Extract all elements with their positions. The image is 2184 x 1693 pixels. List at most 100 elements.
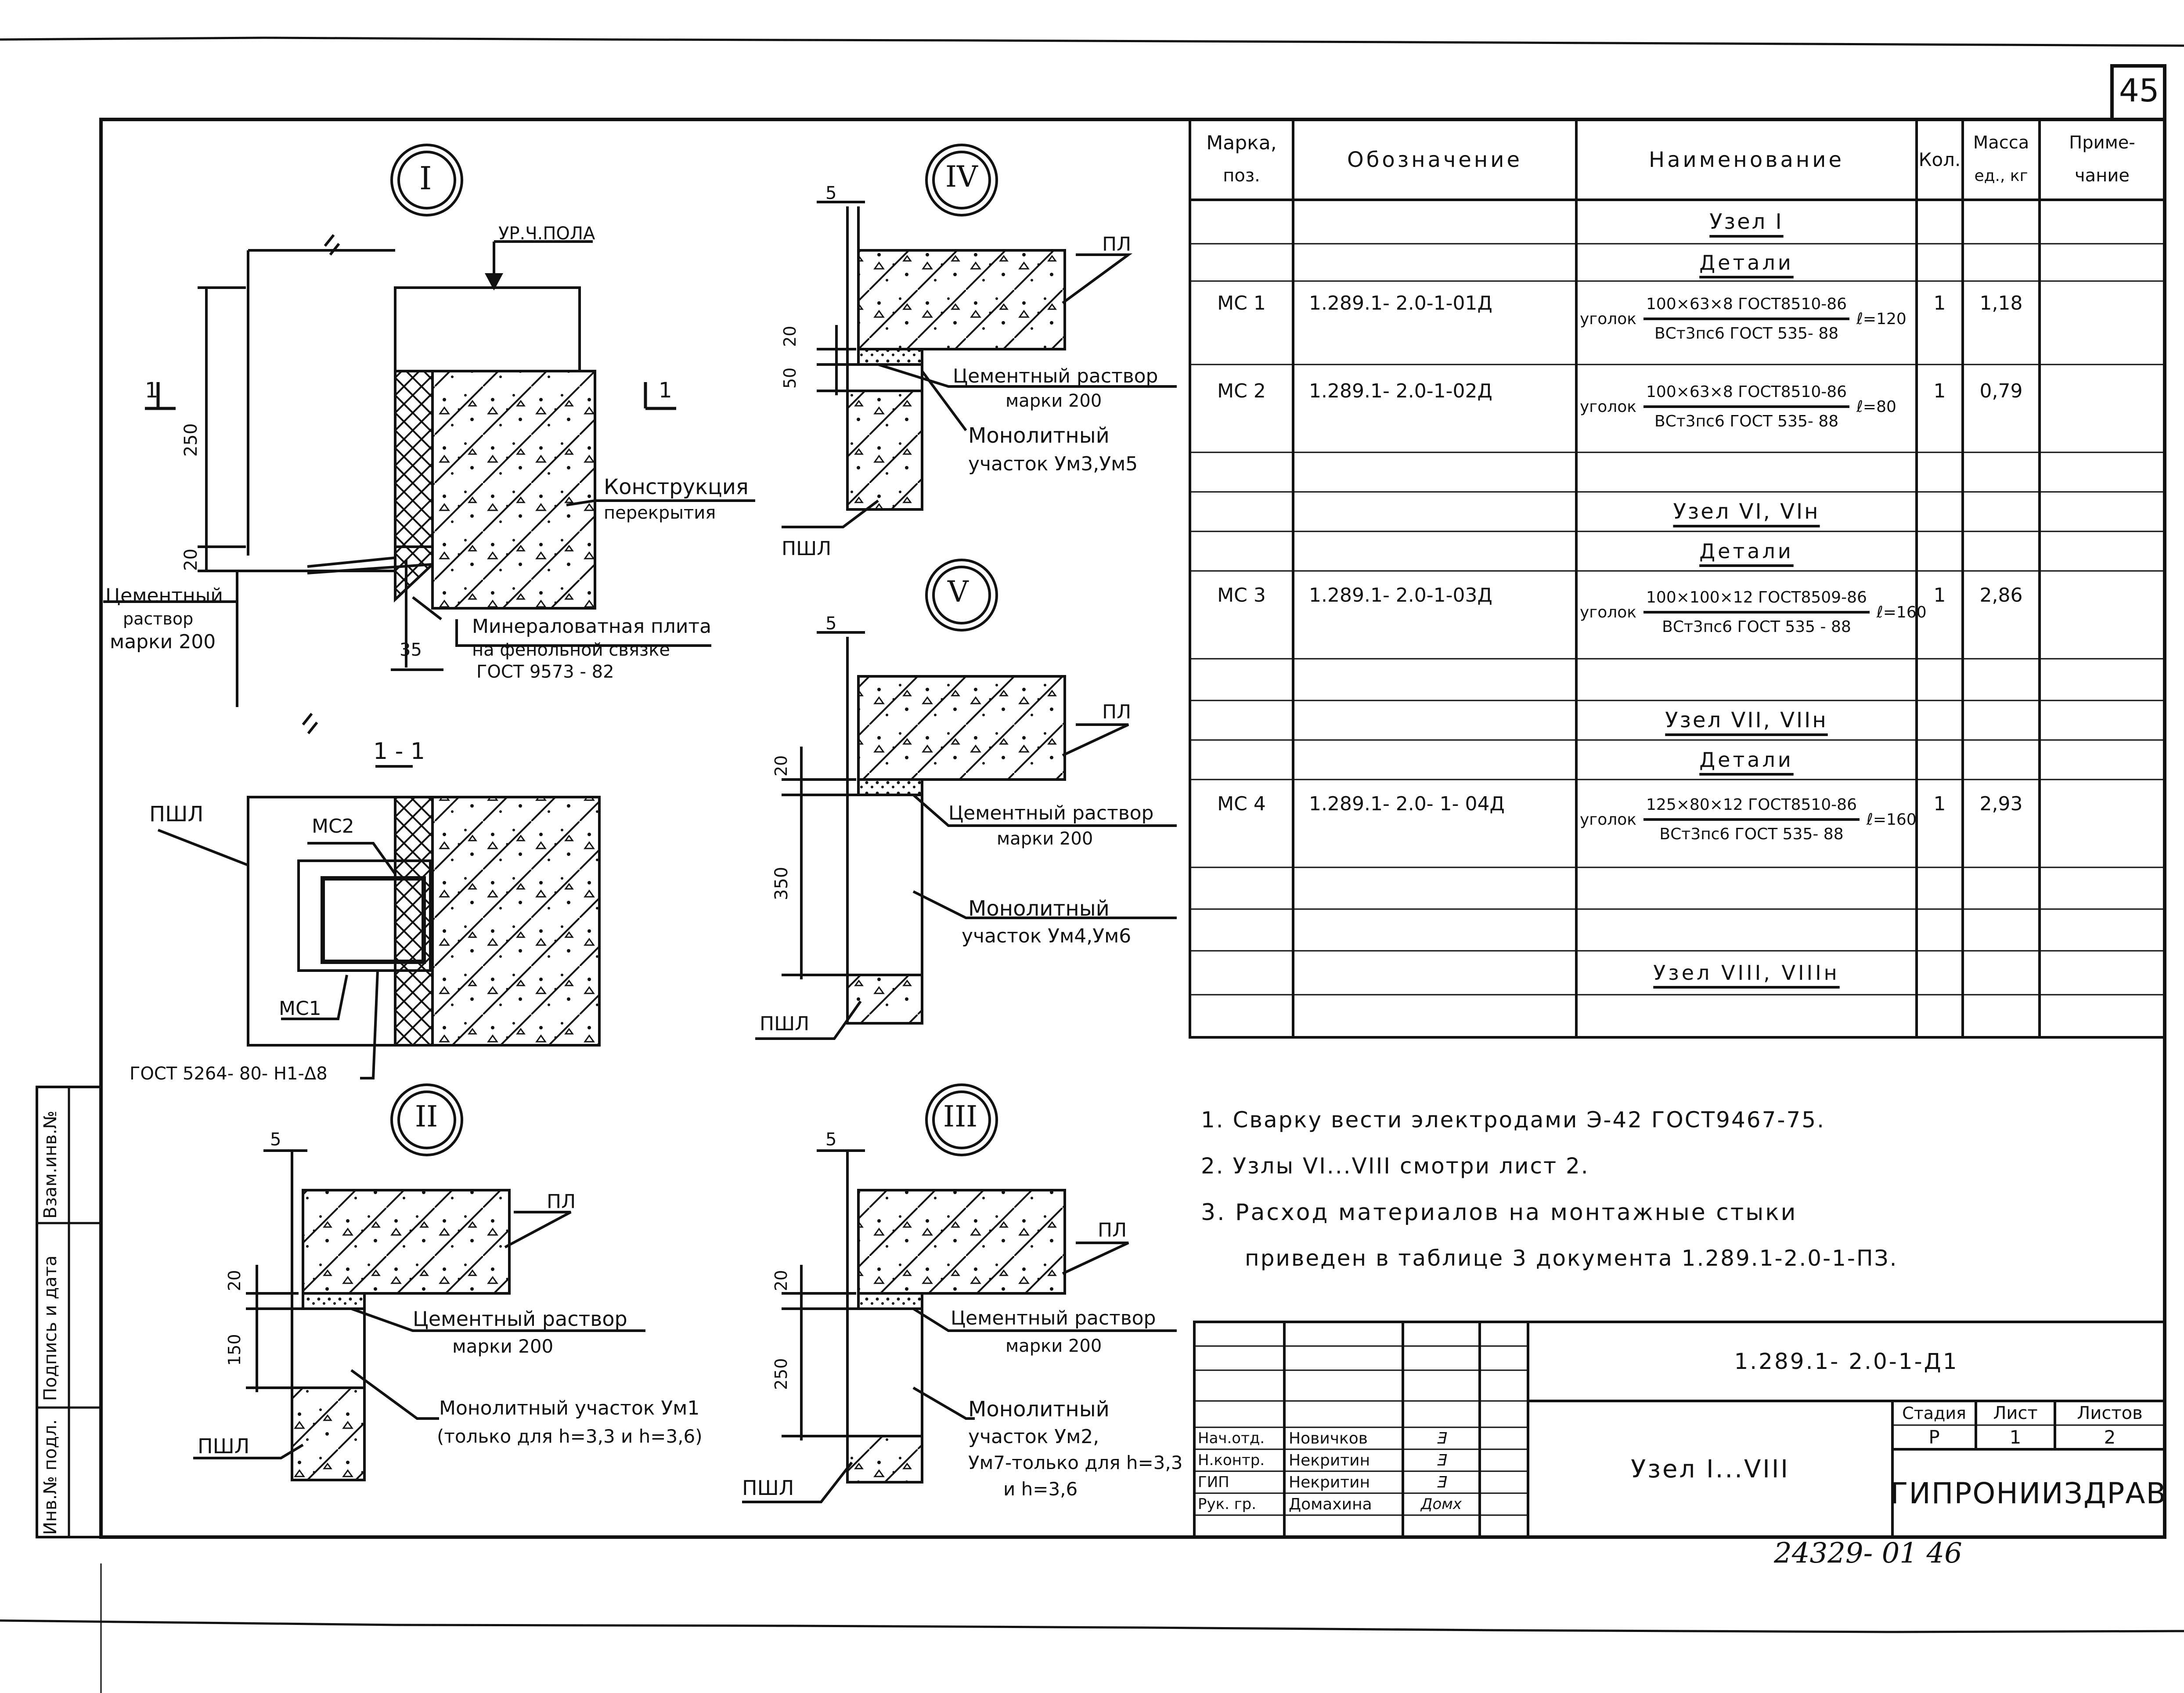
row-ms1-qty: 1: [1933, 292, 1946, 314]
mortar-label-I-2: раствор: [123, 609, 194, 628]
V-dim-5: 5: [825, 614, 837, 634]
row-ms2-qty: 1: [1933, 379, 1946, 402]
row-ms4-qty: 1: [1933, 792, 1946, 815]
sheet-label: Лист: [1993, 1403, 2038, 1423]
row-ms1-angle: уголок: [1580, 310, 1637, 328]
role-4: Рук. гр.: [1198, 1495, 1257, 1513]
group-details-2: Детали: [1699, 539, 1794, 563]
row-ms3b-name: [1576, 999, 1752, 1034]
header-note-2: чание: [2075, 166, 2130, 186]
II-mortar-2: марки 200: [452, 1336, 554, 1357]
row-ms3-steel: ВСт3пс6 ГОСТ 535 - 88: [1662, 618, 1851, 636]
org-name: ГИПРОНИИЗДРАВ: [1890, 1476, 2167, 1510]
detail-III-roman: III: [943, 1100, 978, 1133]
IV-mono-1: Монолитный: [968, 423, 1110, 448]
V-dim-20: 20: [771, 755, 791, 776]
section-ms2: МС2: [312, 815, 354, 837]
row-ms3-designation: 1.289.1- 2.0-1-03Д: [1309, 584, 1492, 606]
row-ms1-designation: 1.289.1- 2.0-1-01Д: [1309, 292, 1492, 314]
header-qty: Кол.: [1918, 149, 1961, 170]
group-uzel-VII: Узел VII, VIIн: [1665, 708, 1828, 733]
role-2: Н.контр.: [1198, 1451, 1265, 1469]
II-dim-20: 20: [225, 1270, 244, 1291]
detail-IV-roman: IV: [945, 160, 978, 194]
row-ms1-mass: 1,18: [1979, 292, 2023, 314]
group-uzel-VIII: [1576, 909, 1917, 951]
row-ms3-length: ℓ=160: [1876, 603, 1927, 621]
II-dim-5: 5: [270, 1130, 281, 1150]
note-3-cont: приведен в таблице 3 документа 1.289.1-2…: [1245, 1245, 1898, 1271]
row-ms3b-mark: [1190, 999, 1293, 1034]
row-ms2-designation: 1.289.1- 2.0-1-02Д: [1309, 379, 1492, 402]
header-mass-2: ед., кг: [1974, 166, 2028, 185]
title-block-grid: [1193, 1321, 2166, 1538]
IV-dim-20: 20: [780, 325, 800, 347]
II-mono-1: Монолитный участок Ум1: [439, 1397, 700, 1419]
II-mortar-1: Цементный раствор: [413, 1307, 627, 1331]
row-ms2-steel: ВСт3пс6 ГОСТ 535- 88: [1654, 412, 1839, 430]
III-dim-250: 250: [771, 1358, 791, 1390]
role-3: ГИП: [1198, 1473, 1229, 1491]
dim-20: 20: [181, 549, 201, 571]
III-pshl: ПШЛ: [742, 1476, 794, 1500]
sheet-number: 45: [2119, 72, 2159, 109]
V-mortar-2: марки 200: [997, 829, 1093, 849]
row-ms2-mass: 0,79: [1979, 379, 2023, 402]
sign-1: Ǝ: [1436, 1429, 1446, 1448]
name-3: Некритин: [1289, 1473, 1370, 1491]
row-ms4-mark: МС 4: [1217, 792, 1266, 815]
stage-label: Стадия: [1902, 1403, 1966, 1423]
IV-dim-5: 5: [825, 183, 837, 203]
V-mono-2: участок Ум4,Ум6: [962, 925, 1132, 947]
V-dim-350: 350: [771, 866, 792, 900]
row-ms4-steel: ВСт3пс6 ГОСТ 535- 88: [1659, 825, 1844, 843]
detail-II-roman: II: [415, 1100, 438, 1133]
IV-mortar-2: марки 200: [1006, 391, 1102, 411]
header-name: Наименование: [1648, 147, 1844, 172]
header-note: Приме-: [2069, 133, 2135, 153]
row-ms2-mark: МС 2: [1217, 379, 1266, 402]
III-pl: ПЛ: [1098, 1219, 1127, 1242]
stage-value: Р: [1928, 1426, 1940, 1448]
row-ms1-profile: 100×63×8 ГОСТ8510-86: [1643, 295, 1850, 320]
mortar-label-I-3: марки 200: [110, 631, 216, 653]
II-dim-150: 150: [225, 1334, 244, 1366]
sign-3: Ǝ: [1436, 1473, 1446, 1491]
mortar-label-I-1: Цементный: [105, 585, 223, 607]
sign-2: Ǝ: [1436, 1451, 1446, 1469]
cut-marker-right: 1: [659, 378, 672, 403]
row-ms1-mark: МС 1: [1217, 292, 1266, 314]
header-mark-2: поз.: [1223, 166, 1260, 186]
IV-mono-2: участок Ум3,Ум5: [968, 453, 1138, 475]
weld-gost: ГОСТ 5264- 80- Н1-Δ8: [130, 1064, 328, 1084]
wool-label-1: Минераловатная плита: [472, 615, 712, 638]
IV-pshl: ПШЛ: [782, 538, 832, 560]
III-dim-5: 5: [825, 1130, 837, 1150]
II-pshl: ПШЛ: [198, 1434, 250, 1458]
row-ms2-angle: уголок: [1580, 397, 1637, 416]
row-ms3-mark: МС 3: [1217, 584, 1266, 606]
dim-250: 250: [181, 423, 201, 457]
name-4: Домахина: [1289, 1495, 1372, 1513]
IV-pl: ПЛ: [1102, 233, 1132, 256]
V-mortar-1: Цементный раствор: [948, 802, 1154, 824]
wool-label-2: на фенольной связке: [472, 640, 670, 660]
row-ms3b-designation: [1293, 999, 1576, 1034]
III-mono-3: Ум7-только для h=3,3: [968, 1452, 1183, 1473]
stamp-inv-podl: Инв.№ подл.: [40, 1419, 61, 1535]
row-ms1-steel: ВСт3пс6 ГОСТ 535- 88: [1654, 325, 1839, 343]
group-details-4: Узел VIII, VIIIн: [1653, 961, 1840, 985]
III-dim-20: 20: [771, 1270, 791, 1291]
group-details-3: Детали: [1699, 748, 1794, 772]
sheet-value: 1: [2009, 1426, 2022, 1448]
section-1-1: [157, 765, 601, 1079]
row-ms3-profile: 100×100×12 ГОСТ8509-86: [1643, 588, 1870, 614]
detail-I: [103, 144, 755, 734]
